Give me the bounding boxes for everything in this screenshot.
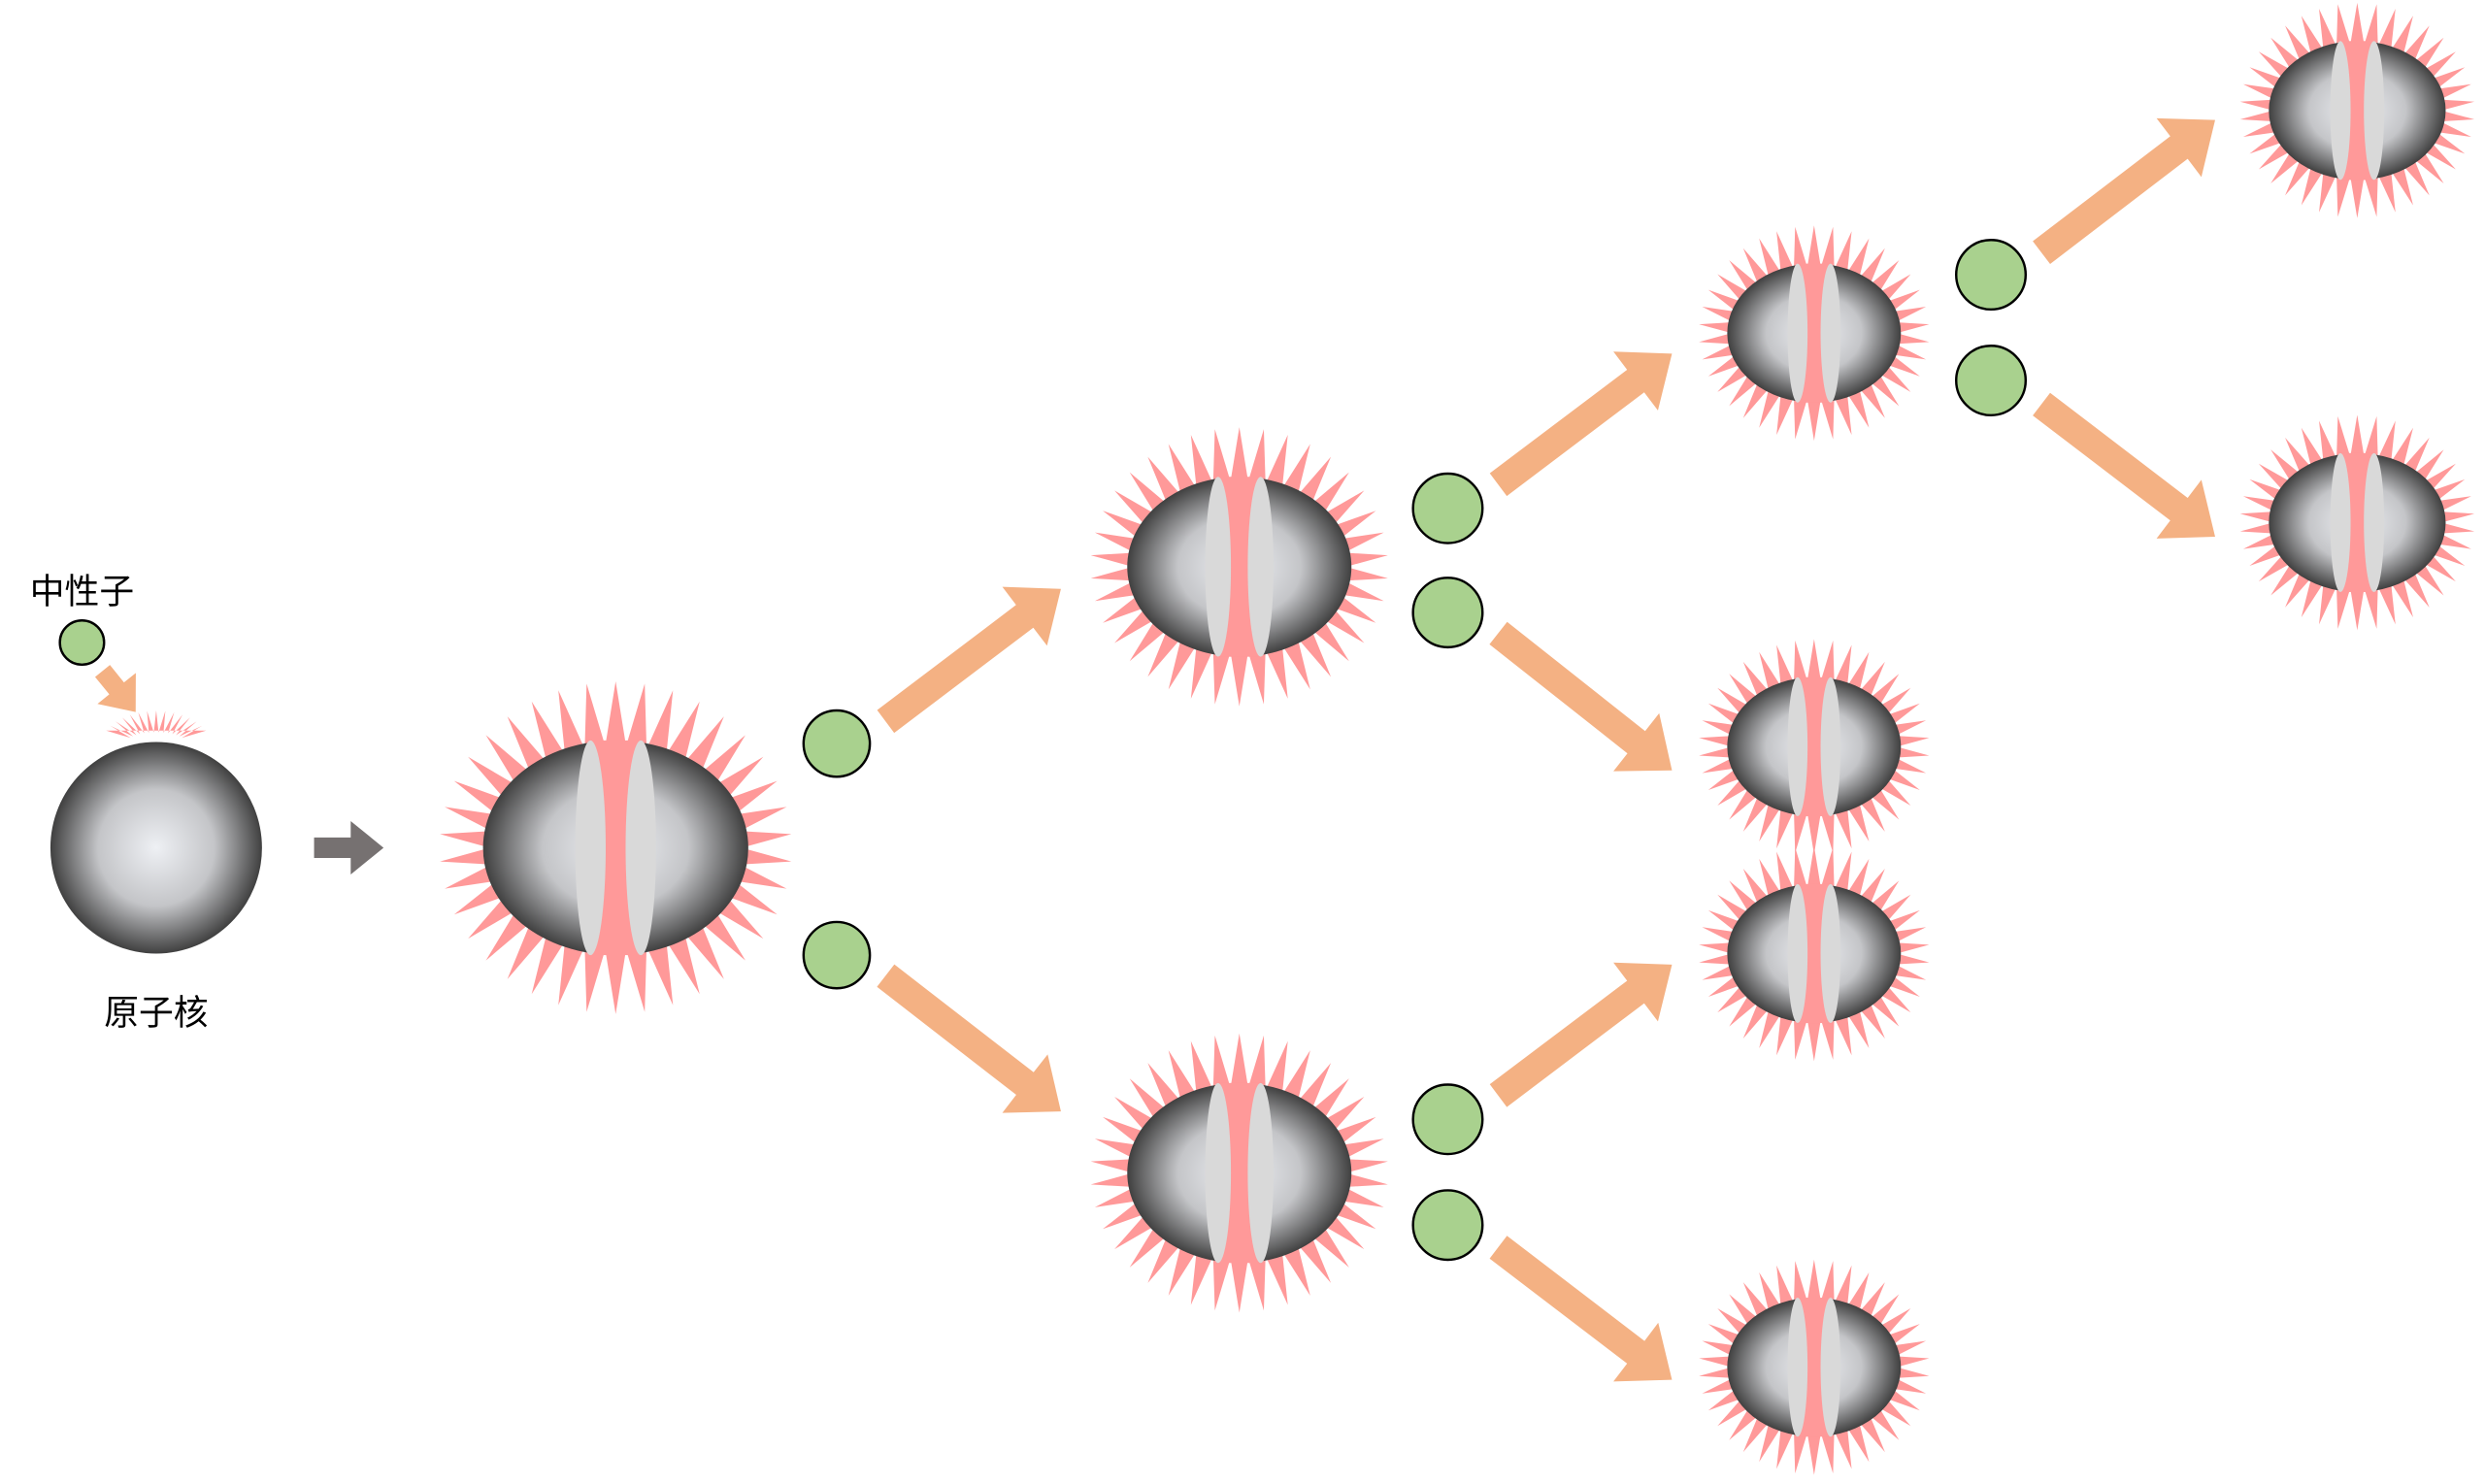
neutron-path-arrow [1489,1236,1673,1382]
neutron-icon [802,709,872,778]
neutron-label: 中性子 [30,572,134,611]
nucleus-label: 原子核 [104,994,208,1034]
fission-nucleus [1699,639,1930,855]
fragment-face-right [1820,883,1841,1024]
fission-nucleus [440,681,792,1014]
fragment-face-right [1820,263,1841,403]
fragment-left [1127,478,1218,655]
fragment-left [1727,678,1798,815]
fragment-face-right [1820,1298,1841,1437]
fragment-right [1260,478,1352,655]
fragment-face-right [1247,1082,1274,1264]
fragment-left [2269,454,2341,591]
fragment-face-left [1787,263,1808,403]
neutron-icon [1955,345,2028,417]
step-arrow [314,820,384,874]
fission-nucleus [2239,414,2475,631]
fragment-right [2373,454,2446,591]
neutron-path-arrow [2033,392,2215,539]
fragment-right [1830,885,1902,1022]
fragment-right [2373,42,2446,180]
fission-nucleus [2239,2,2475,218]
fission-nucleus [1090,1033,1388,1313]
fragment-face-left [1787,676,1808,816]
fission-nucleus [1699,1259,1930,1475]
fragment-left [2269,42,2341,180]
fragment-face-right [1820,676,1841,816]
neutron-path-arrow [1489,962,1673,1107]
fragment-face-left [1787,1298,1808,1437]
fragment-left [1727,1299,1798,1435]
fragment-face-left [2330,41,2351,181]
fragment-face-right [2364,41,2385,181]
neutron-icon [1411,472,1484,544]
fragment-left [1727,264,1798,402]
fragment-left [1127,1084,1218,1262]
neutron-path-arrow [877,586,1061,734]
fission-nucleus [1699,225,1930,442]
fragment-face-left [1205,477,1232,657]
fragment-left [482,742,591,954]
fragment-face-right [2364,452,2385,592]
fragment-face-left [1205,1082,1232,1264]
incoming-neutron-arrow [94,665,136,712]
fragment-face-left [2330,452,2351,592]
neutron-path-arrow [877,964,1061,1113]
neutron-icon [1411,577,1484,649]
fragment-face-left [1787,883,1808,1024]
neutron-path-arrow [2033,117,2215,264]
fission-nucleus [1699,845,1930,1062]
neutron-icon [1955,239,2028,312]
neutron-icon [1411,1189,1484,1262]
fragment-right [1830,264,1902,402]
neutron-path-arrow [1489,621,1673,772]
fragment-face-right [625,740,656,956]
fragment-right [1830,678,1902,815]
neutron-icon [802,920,872,990]
fragment-right [1830,1299,1902,1435]
fragment-right [1260,1084,1352,1262]
fragment-left [1727,885,1798,1022]
fragment-right [641,742,748,954]
neutron-icon [1411,1083,1484,1156]
fission-nucleus [1090,427,1388,707]
nucleus-icon [50,742,262,954]
fragment-face-right [1247,477,1274,657]
neutron-path-arrow [1489,351,1673,497]
neutron-icon [58,619,106,667]
fragment-face-left [575,740,606,956]
impact-burst-icon [106,709,207,739]
